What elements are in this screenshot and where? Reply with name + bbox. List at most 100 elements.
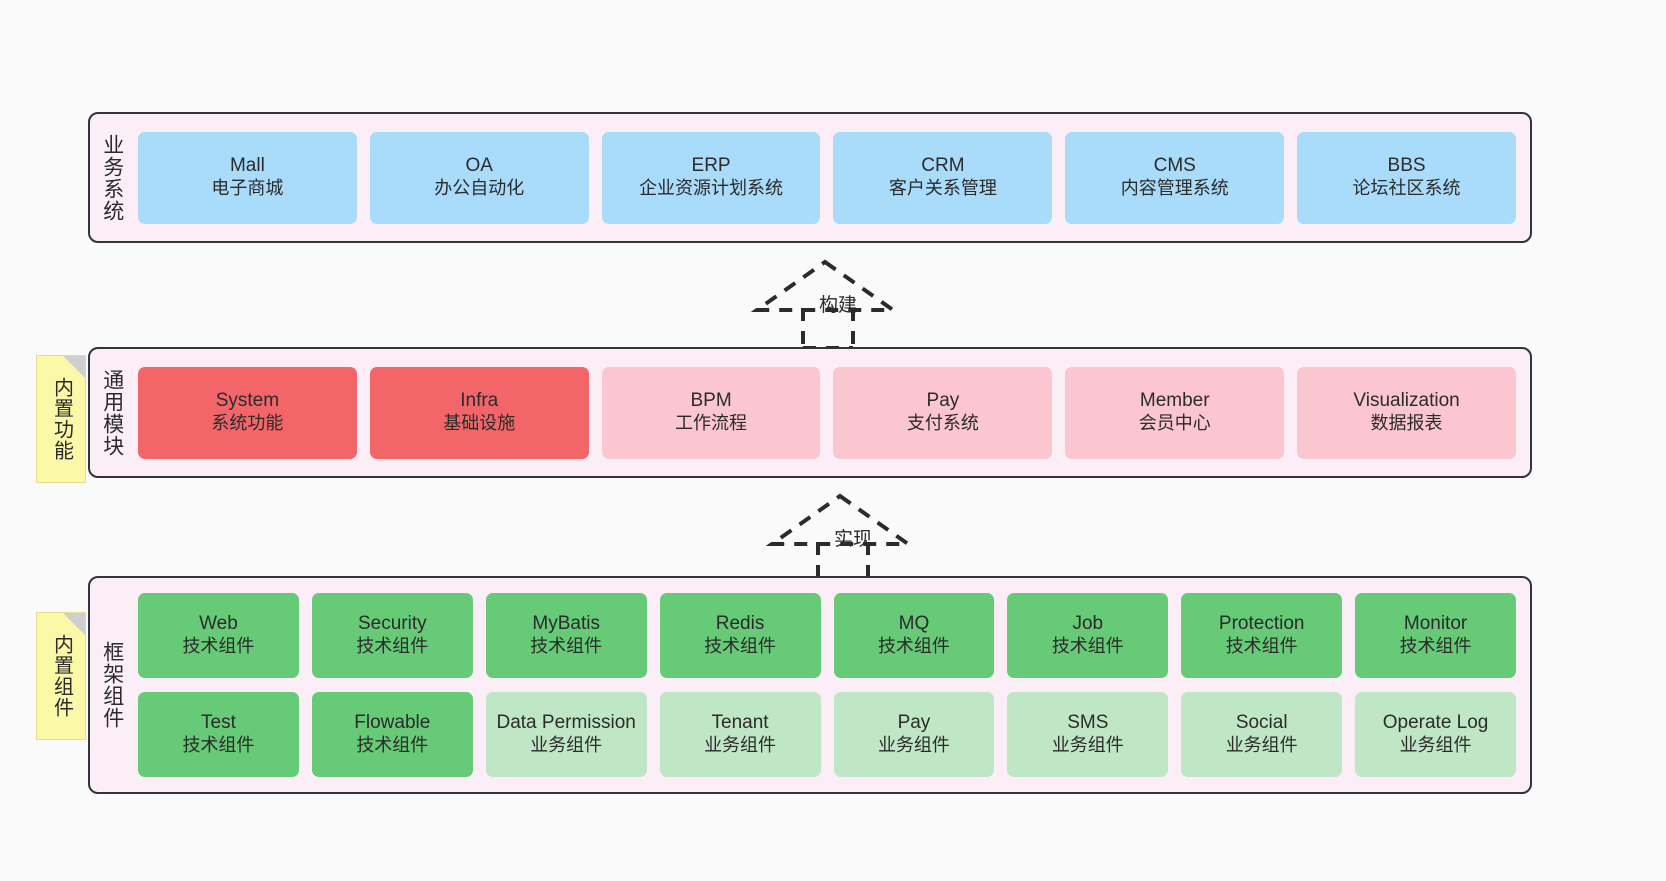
node-title: Flowable [354,712,431,734]
node-bbs[interactable]: BBS 论坛社区系统 [1297,131,1516,224]
layer-business-system: 业务系统 Mall 电子商城 OA 办公自动化 ERP 企业资源计划系统 CRM… [88,112,1532,243]
sticky-note-builtin-function: 内置功能 [36,355,86,483]
node-title: OA [465,155,493,177]
node-title: CMS [1153,155,1196,177]
node-sms[interactable]: SMS 业务组件 [1007,692,1169,777]
framework-row-technical: Web 技术组件 Security 技术组件 MyBatis 技术组件 Redi… [138,593,1516,678]
node-test[interactable]: Test 技术组件 [138,692,299,777]
node-title: Security [357,613,427,635]
arrow-implement: 实现 [765,492,920,584]
framework-row-business: Test 技术组件 Flowable 技术组件 Data Permission … [138,692,1516,777]
node-title: SMS [1067,712,1109,734]
node-cms[interactable]: CMS 内容管理系统 [1065,131,1285,224]
node-social[interactable]: Social 业务组件 [1181,692,1343,777]
node-subtitle: 业务组件 [877,735,950,756]
node-title: Visualization [1353,390,1460,412]
node-subtitle: 业务组件 [1225,735,1298,756]
node-subtitle: 内容管理系统 [1120,178,1229,199]
node-title: Tenant [711,712,769,734]
layer-title-framework-component: 框架组件 [100,641,124,729]
node-tenant[interactable]: Tenant 业务组件 [659,692,821,777]
node-title: BBS [1387,155,1426,177]
node-subtitle: 会员中心 [1138,413,1211,434]
node-subtitle: 客户关系管理 [888,178,997,199]
node-redis[interactable]: Redis 技术组件 [659,593,821,678]
node-crm[interactable]: CRM 客户关系管理 [833,131,1053,224]
sticky-note-label: 内置功能 [50,377,73,461]
node-subtitle: 技术组件 [182,735,255,756]
layer-body-common-module: System 系统功能 Infra 基础设施 BPM 工作流程 Pay 支付系统… [134,349,1530,476]
arrow-label-implement: 实现 [834,529,873,550]
node-title: Monitor [1403,613,1468,635]
node-subtitle: 支付系统 [906,413,979,434]
layer-body-business-system: Mall 电子商城 OA 办公自动化 ERP 企业资源计划系统 CRM 客户关系… [134,114,1530,241]
node-title: Pay [897,712,931,734]
node-title: Operate Log [1382,712,1489,734]
node-subtitle: 数据报表 [1370,413,1443,434]
node-subtitle: 办公自动化 [434,178,525,199]
node-title: Pay [926,390,960,412]
node-title: MyBatis [532,613,600,635]
layer-body-framework-component: Web 技术组件 Security 技术组件 MyBatis 技术组件 Redi… [134,578,1530,792]
node-title: ERP [691,155,731,177]
node-title: Member [1139,390,1210,412]
node-title: Protection [1218,613,1305,635]
node-subtitle: 电子商城 [211,178,284,199]
node-subtitle: 业务组件 [1051,735,1124,756]
node-member[interactable]: Member 会员中心 [1065,366,1285,459]
node-protection[interactable]: Protection 技术组件 [1181,593,1343,678]
note-fold-corner-icon [63,356,85,378]
node-system[interactable]: System 系统功能 [138,366,357,459]
node-infra[interactable]: Infra 基础设施 [369,366,589,459]
node-subtitle: 业务组件 [530,735,603,756]
layer-framework-component: 框架组件 Web 技术组件 Security 技术组件 MyBatis 技术组件… [88,576,1532,794]
node-subtitle: 技术组件 [356,636,429,657]
node-subtitle: 业务组件 [704,735,777,756]
node-title: Web [199,613,238,635]
node-title: System [215,390,280,412]
layer-title-common-module: 通用模块 [100,368,124,457]
node-subtitle: 技术组件 [877,636,950,657]
node-subtitle: 企业资源计划系统 [639,178,784,199]
node-title: Mall [229,155,265,177]
node-pay-business[interactable]: Pay 业务组件 [833,692,995,777]
sticky-note-label: 内置组件 [50,634,73,718]
node-subtitle: 技术组件 [182,636,255,657]
layer-title-business-system: 业务系统 [100,133,124,222]
arrow-label-build: 构建 [819,295,858,316]
node-subtitle: 技术组件 [1225,636,1298,657]
node-subtitle: 技术组件 [356,735,429,756]
node-title: Test [201,712,236,734]
node-subtitle: 工作流程 [675,413,748,434]
node-subtitle: 技术组件 [1399,636,1472,657]
node-visualization[interactable]: Visualization 数据报表 [1297,366,1516,459]
node-title: Social [1235,712,1288,734]
node-bpm[interactable]: BPM 工作流程 [601,366,821,459]
note-fold-corner-icon [63,613,85,635]
node-mall[interactable]: Mall 电子商城 [138,131,357,224]
layer-common-module: 通用模块 System 系统功能 Infra 基础设施 BPM 工作流程 Pay… [88,347,1532,478]
node-monitor[interactable]: Monitor 技术组件 [1355,593,1516,678]
node-flowable[interactable]: Flowable 技术组件 [311,692,473,777]
arrow-head-triangle [765,493,915,546]
node-data-permission[interactable]: Data Permission 业务组件 [485,692,647,777]
node-subtitle: 业务组件 [1399,735,1472,756]
node-title: Infra [460,390,499,412]
node-title: Job [1072,613,1104,635]
node-job[interactable]: Job 技术组件 [1007,593,1169,678]
node-operate-log[interactable]: Operate Log 业务组件 [1355,692,1516,777]
node-erp[interactable]: ERP 企业资源计划系统 [601,131,821,224]
node-title: MQ [898,613,930,635]
node-subtitle: 技术组件 [530,636,603,657]
node-title: CRM [921,155,965,177]
node-oa[interactable]: OA 办公自动化 [369,131,589,224]
sticky-note-builtin-component: 内置组件 [36,612,86,740]
node-security[interactable]: Security 技术组件 [311,593,473,678]
node-pay[interactable]: Pay 支付系统 [833,366,1053,459]
node-mybatis[interactable]: MyBatis 技术组件 [485,593,647,678]
node-mq[interactable]: MQ 技术组件 [833,593,995,678]
node-title: Data Permission [496,712,636,734]
node-web[interactable]: Web 技术组件 [138,593,299,678]
arrow-build: 构建 [750,258,905,350]
